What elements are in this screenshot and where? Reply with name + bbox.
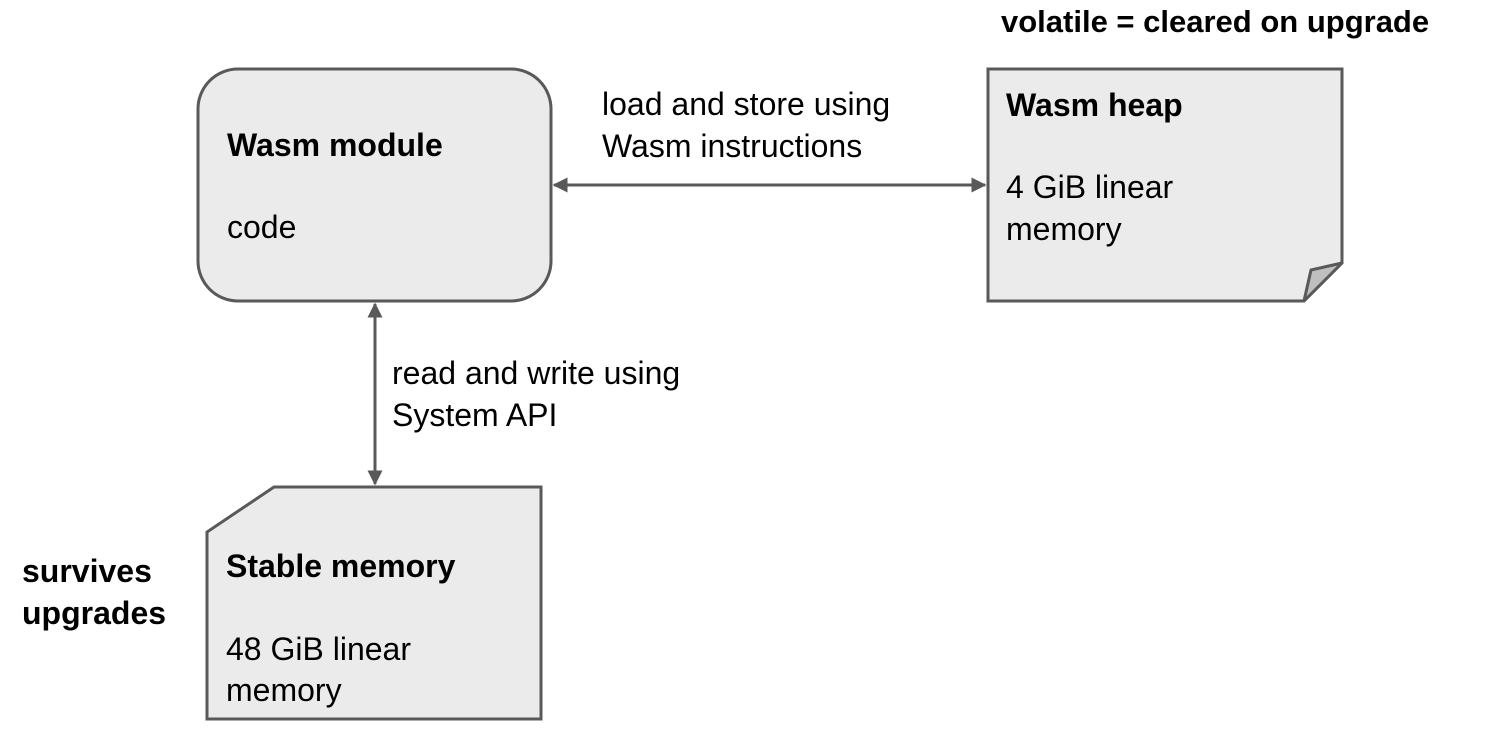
stable-memory-body-line1: 48 GiB linear bbox=[226, 631, 411, 667]
wasm-module-title: Wasm module bbox=[227, 127, 443, 163]
stable-arrow-label-line2: System API bbox=[392, 397, 558, 433]
stable-memory-body-line2: memory bbox=[226, 672, 342, 708]
wasm-heap-fold-corner bbox=[1302, 261, 1344, 303]
wasm-module-body: code bbox=[227, 209, 297, 245]
stable-arrow-label-line1: read and write using bbox=[392, 355, 681, 391]
heap-arrow-label-line2: Wasm instructions bbox=[602, 128, 863, 164]
survives-note-line1: survives bbox=[22, 553, 152, 589]
wasm-heap-body-line1: 4 GiB linear bbox=[1006, 169, 1174, 205]
wasm-heap-title: Wasm heap bbox=[1006, 87, 1183, 123]
wasm-heap-body-line2: memory bbox=[1006, 211, 1122, 247]
wasm-module-box bbox=[196, 67, 553, 303]
heap-arrow-label-line1: load and store using bbox=[602, 86, 891, 122]
stable-memory-title: Stable memory bbox=[226, 548, 456, 584]
survives-note-line2: upgrades bbox=[22, 595, 167, 631]
volatile-note: volatile = cleared on upgrade bbox=[1001, 4, 1430, 39]
stable-memory-box bbox=[205, 485, 543, 721]
